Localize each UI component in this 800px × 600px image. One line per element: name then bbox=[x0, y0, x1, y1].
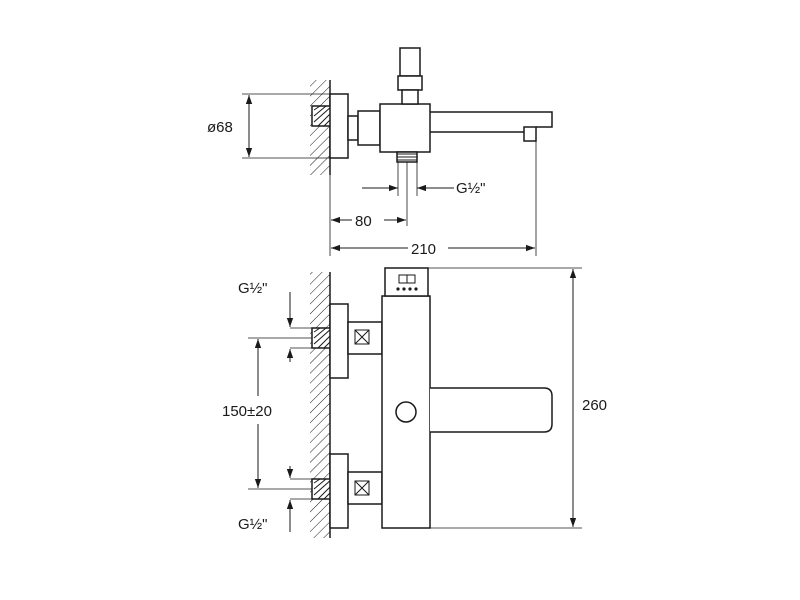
centers-dimension bbox=[248, 337, 312, 490]
depth-80-label: 80 bbox=[355, 213, 372, 230]
thread-label-top: G½" bbox=[456, 180, 486, 197]
centers-label: 150±20 bbox=[222, 403, 272, 420]
spout-top bbox=[430, 111, 553, 133]
spout-front bbox=[430, 387, 553, 433]
coupling-top bbox=[347, 115, 359, 141]
upper-connection bbox=[311, 303, 383, 379]
top-view: G½" ø68 80 210 bbox=[207, 47, 553, 258]
outlet-thread-top bbox=[396, 151, 418, 163]
thread-dimension-top bbox=[362, 162, 454, 196]
nut-top bbox=[357, 110, 381, 146]
diameter-label: ø68 bbox=[207, 119, 233, 136]
wall-hatch-top bbox=[310, 80, 330, 175]
depth-210-label: 210 bbox=[411, 241, 436, 258]
control-knob bbox=[395, 401, 417, 423]
thread-label-upper: G½" bbox=[238, 280, 268, 297]
diverter-head-front bbox=[384, 267, 429, 297]
diverter-handle-top bbox=[397, 47, 423, 105]
thread-dimension-upper bbox=[286, 292, 312, 362]
thread-label-lower: G½" bbox=[238, 516, 268, 533]
spout-outlet-top bbox=[523, 126, 537, 142]
flange-top bbox=[329, 93, 349, 159]
depth-80-dimension bbox=[329, 162, 408, 256]
height-label: 260 bbox=[582, 397, 607, 414]
height-dimension bbox=[428, 267, 582, 529]
front-view: G½" G½" 150±20 260 bbox=[222, 267, 607, 538]
thread-dimension-lower bbox=[286, 466, 312, 532]
diameter-dimension bbox=[242, 93, 330, 159]
lower-connection bbox=[311, 453, 383, 529]
mixer-body-top bbox=[379, 103, 431, 153]
